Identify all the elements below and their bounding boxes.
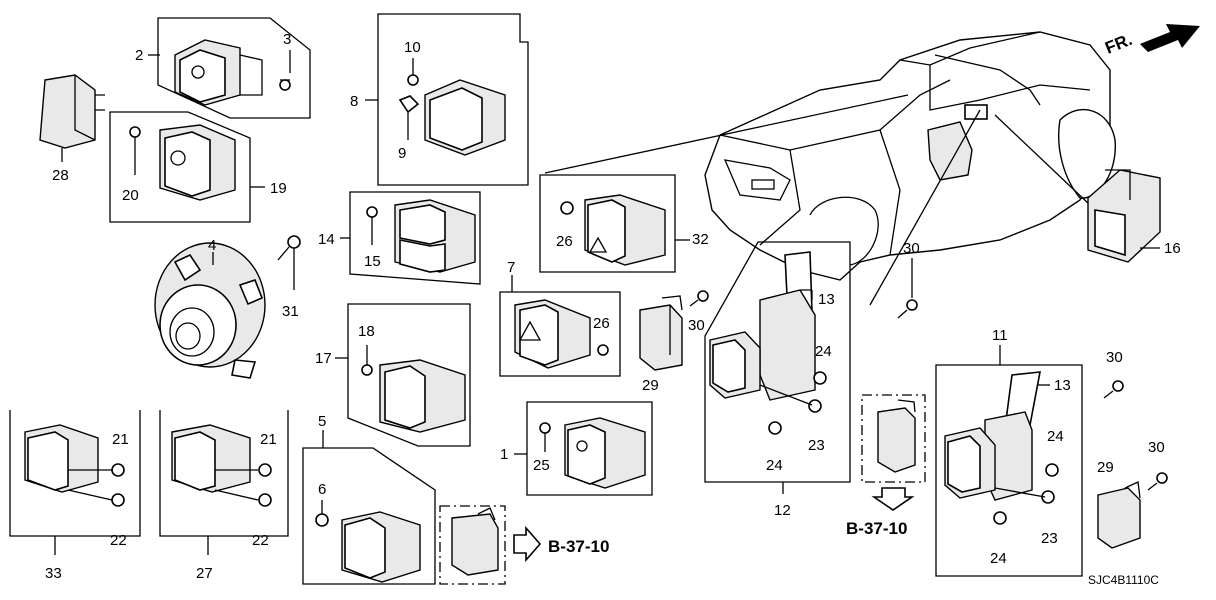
group-27 [159,410,289,555]
callout-30-mid: 30 [903,240,920,257]
callout-17: 17 [315,350,332,367]
callout-21-a: 21 [112,431,129,448]
callout-29-center: 29 [642,377,659,394]
group-2 [148,17,311,119]
part-30-right-top [1103,380,1124,399]
callout-3: 3 [283,31,291,48]
callout-33: 33 [45,565,62,582]
part-4 [154,242,266,379]
group-19 [109,111,265,223]
callout-18: 18 [358,323,375,340]
callout-30-right: 30 [1148,439,1165,456]
group-17 [335,303,471,447]
part-31 [277,235,301,290]
callout-5: 5 [318,413,326,430]
front-label: FR. [1102,30,1135,58]
dashed-part-right [861,394,926,511]
callout-21-b: 21 [260,431,277,448]
callout-14: 14 [318,231,335,248]
vehicle-illustration [544,31,1116,306]
callout-25: 25 [533,457,550,474]
callout-4: 4 [208,237,216,254]
front-arrow: FR. [1102,24,1200,58]
part-16 [1087,169,1161,263]
callout-32: 32 [692,231,709,248]
callout-31: 31 [282,303,299,320]
ref-b-37-10-left: B-37-10 [548,537,609,556]
part-28 [39,74,105,162]
group-7 [499,275,621,377]
callout-23-a: 23 [808,437,825,454]
callout-12: 12 [774,502,791,519]
part-29-center [639,290,709,371]
callout-6: 6 [318,481,326,498]
group-14 [340,191,481,285]
group-5 [302,430,436,585]
group-12 [704,241,851,494]
callout-28: 28 [52,167,69,184]
part-29-right [1097,472,1168,549]
callout-30-center: 30 [688,317,705,334]
callout-9: 9 [398,145,406,162]
callout-11: 11 [992,327,1008,344]
callout-27: 27 [196,565,213,582]
callout-24-b: 24 [766,457,783,474]
group-1 [514,401,653,496]
callout-13-right: 13 [1054,377,1071,394]
callout-10: 10 [404,39,421,56]
callout-22-b: 22 [252,532,269,549]
callout-23-b: 23 [1041,530,1058,547]
callout-22-a: 22 [110,532,127,549]
part-30-mid [897,258,918,319]
group-32 [539,174,690,273]
callout-1: 1 [500,446,508,463]
ref-b-37-10-right: B-37-10 [846,519,907,538]
callout-15: 15 [364,253,381,270]
group-8 [365,13,529,186]
callout-2: 2 [135,47,143,64]
callout-30-right-top: 30 [1106,349,1123,366]
callout-19: 19 [270,180,287,197]
callout-20: 20 [122,187,139,204]
callout-16: 16 [1164,240,1181,257]
callout-7: 7 [507,259,515,276]
callout-24-a: 24 [815,343,832,360]
diagram-code: SJC4B1110C [1088,573,1159,587]
dashed-part-left [439,505,542,585]
group-11 [935,345,1083,577]
callout-24-d: 24 [990,550,1007,567]
callout-26-top: 26 [556,233,573,250]
callout-29-right: 29 [1097,459,1114,476]
group-33 [9,410,141,555]
callout-24-c: 24 [1047,428,1064,445]
callout-8: 8 [350,93,358,110]
callout-26: 26 [593,315,610,332]
callout-13-center: 13 [818,291,835,308]
